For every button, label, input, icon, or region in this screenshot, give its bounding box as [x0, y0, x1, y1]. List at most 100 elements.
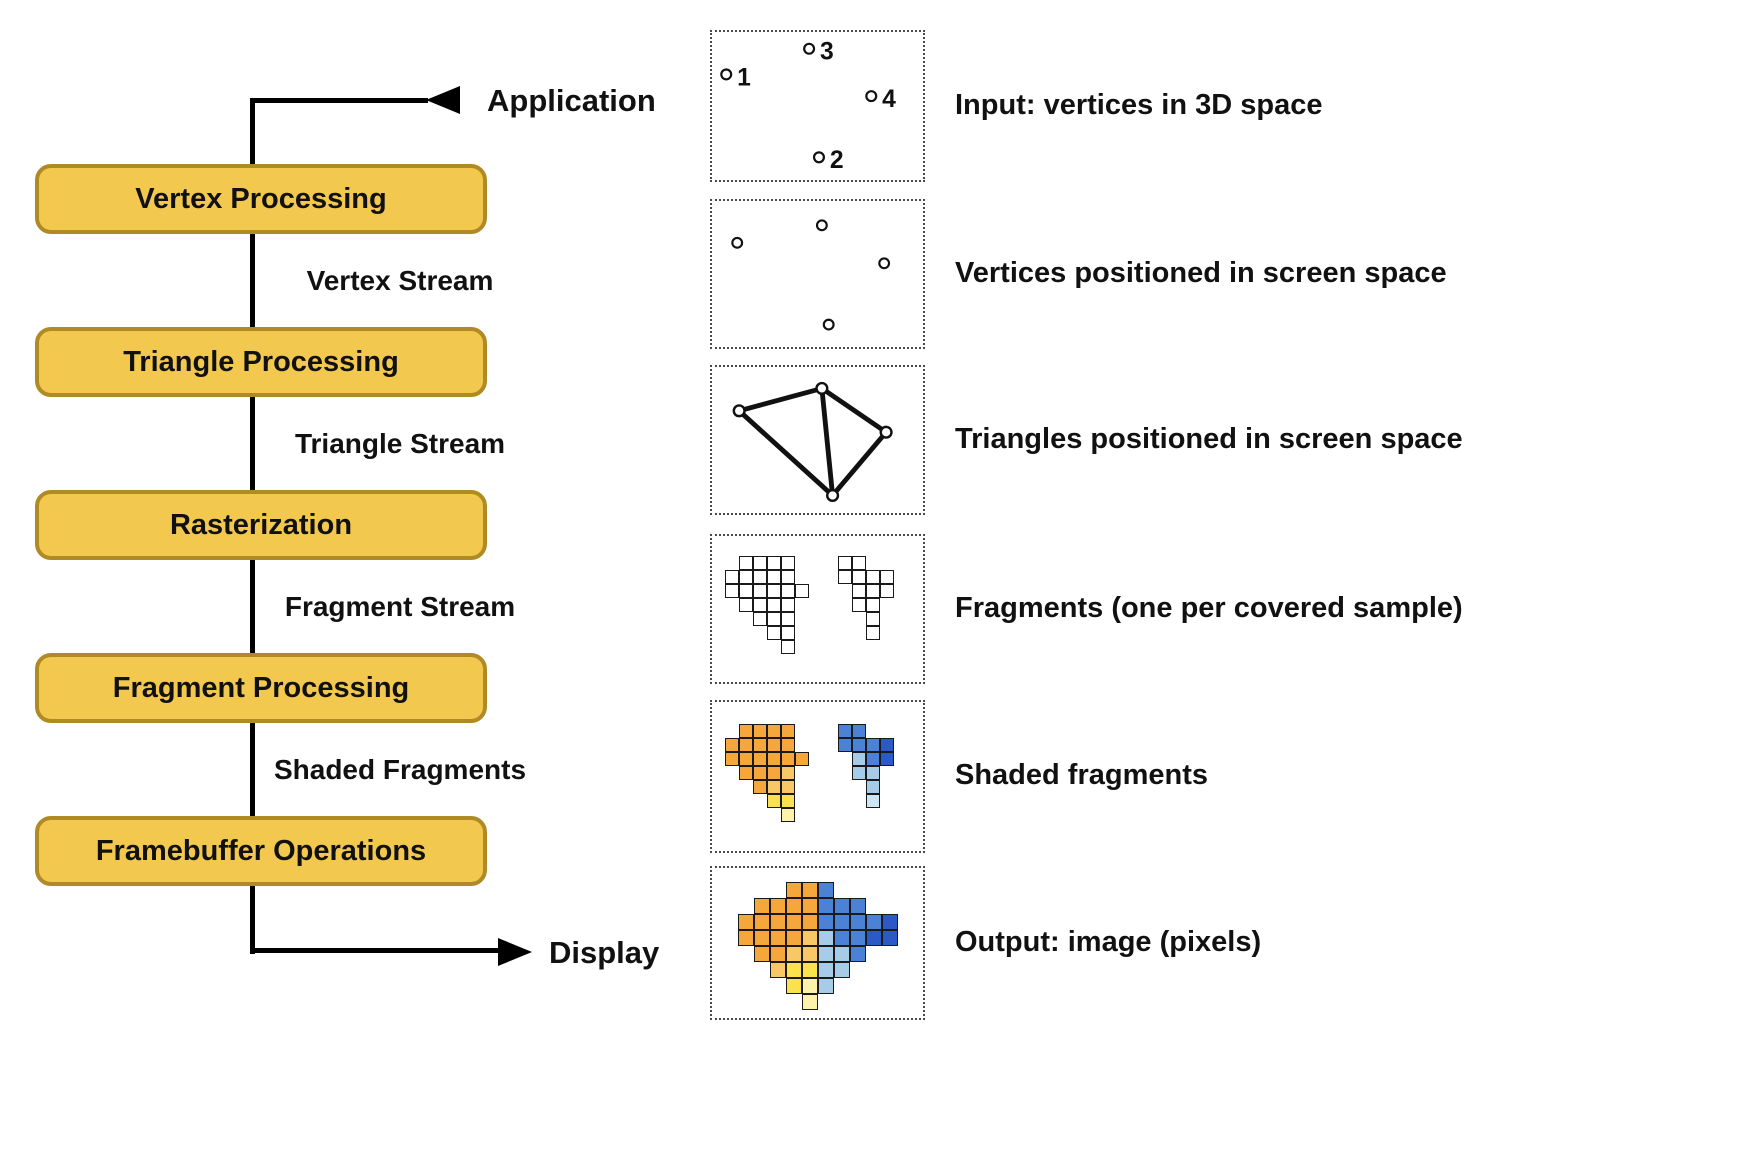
fragment-cell: [781, 612, 795, 626]
fragment-cell: [880, 752, 894, 766]
fragment-cell: [802, 898, 818, 914]
fragment-cell: [802, 914, 818, 930]
fragment-cell: [767, 612, 781, 626]
fragment-cell: [753, 570, 767, 584]
triangles-graphic: [732, 381, 893, 503]
fragment-cell: [850, 946, 866, 962]
fragment-cell: [767, 626, 781, 640]
fragment-cell: [818, 882, 834, 898]
fragment-cell: [866, 584, 880, 598]
fragment-cell: [866, 598, 880, 612]
application-label: Application: [487, 83, 656, 118]
fragment-cell: [786, 962, 802, 978]
vertex-dot: [815, 381, 829, 395]
fragment-cell: [786, 882, 802, 898]
panel-screen-triangles: [710, 365, 925, 515]
panel-screen-vertices: [710, 199, 925, 349]
fragment-cell: [739, 766, 753, 780]
fragment-cell: [802, 994, 818, 1010]
stream-label-shaded-fragments: Shaded Fragments: [273, 754, 527, 785]
triangle-edge: [736, 385, 825, 414]
fragment-cell: [852, 766, 866, 780]
fragment-cell: [753, 738, 767, 752]
fragment-cell: [739, 598, 753, 612]
fragment-cell: [818, 962, 834, 978]
fragment-cell: [882, 930, 898, 946]
fragment-cell: [850, 914, 866, 930]
fragment-cell: [781, 766, 795, 780]
stage-box-framebuffer-operations: Framebuffer Operations: [35, 816, 487, 886]
fragment-cell: [866, 626, 880, 640]
fragment-cell: [781, 738, 795, 752]
fragment-cell: [834, 914, 850, 930]
caption-output-image: Output: image (pixels): [955, 926, 1262, 958]
fragment-cell: [834, 898, 850, 914]
panel-art: [712, 536, 923, 682]
display-label: Display: [549, 935, 660, 970]
fragment-cell: [802, 930, 818, 946]
fragment-cell: [781, 808, 795, 822]
fragment-cell: [753, 724, 767, 738]
fragment-cell: [725, 570, 739, 584]
fragment-cell: [802, 978, 818, 994]
vertex-label: 1: [737, 64, 751, 91]
triangle-edge: [819, 385, 889, 435]
fragment-cell: [838, 570, 852, 584]
fragment-cell: [852, 584, 866, 598]
stage-box-triangle-processing: Triangle Processing: [35, 327, 487, 397]
fragment-cell: [739, 752, 753, 766]
fragment-cell: [781, 570, 795, 584]
fragment-cell: [852, 556, 866, 570]
caption-input-vertices: Input: vertices in 3D space: [955, 89, 1323, 121]
fragment-cell: [838, 556, 852, 570]
vertex-dot: [878, 257, 891, 270]
fragment-cell: [767, 738, 781, 752]
fragment-cell: [852, 724, 866, 738]
stage-box-rasterization: Rasterization: [35, 490, 487, 560]
fragment-cell: [738, 930, 754, 946]
panel-fragments: [710, 534, 925, 684]
panel-art: [712, 702, 923, 851]
display-arrowhead-icon: [498, 938, 532, 966]
fragment-cell: [880, 738, 894, 752]
fragment-cell: [770, 962, 786, 978]
fragment-cell: [725, 584, 739, 598]
fragment-cell: [753, 612, 767, 626]
fragment-cell: [818, 914, 834, 930]
fragment-cell: [754, 946, 770, 962]
fragment-cell: [880, 570, 894, 584]
fragment-cell: [834, 946, 850, 962]
fragment-cell: [786, 914, 802, 930]
fragment-cell: [866, 612, 880, 626]
fragment-cell: [786, 978, 802, 994]
fragment-cell: [754, 914, 770, 930]
fragment-cell: [786, 898, 802, 914]
vertex-dot: [720, 68, 733, 81]
fragment-cell: [866, 780, 880, 794]
fragment-cell: [781, 584, 795, 598]
vertex-dot: [879, 425, 893, 439]
fragment-cell: [754, 898, 770, 914]
fragment-cell: [781, 794, 795, 808]
triangle-edge: [819, 385, 836, 498]
fragment-cell: [739, 724, 753, 738]
fragment-cell: [739, 556, 753, 570]
fragment-cell: [753, 556, 767, 570]
fragment-cell: [795, 584, 809, 598]
fragment-cell: [770, 914, 786, 930]
vertex-dot: [803, 42, 816, 55]
fragment-cell: [767, 570, 781, 584]
caption-shaded-fragments: Shaded fragments: [955, 759, 1208, 791]
vertex-dot: [731, 236, 744, 249]
panel-art: [712, 367, 923, 513]
fragment-cell: [770, 930, 786, 946]
fragment-cell: [795, 752, 809, 766]
fragment-cell: [767, 752, 781, 766]
vertex-dot: [826, 488, 840, 503]
fragment-cell: [786, 930, 802, 946]
fragment-cell: [866, 570, 880, 584]
fragment-cell: [838, 724, 852, 738]
fragment-cell: [850, 930, 866, 946]
